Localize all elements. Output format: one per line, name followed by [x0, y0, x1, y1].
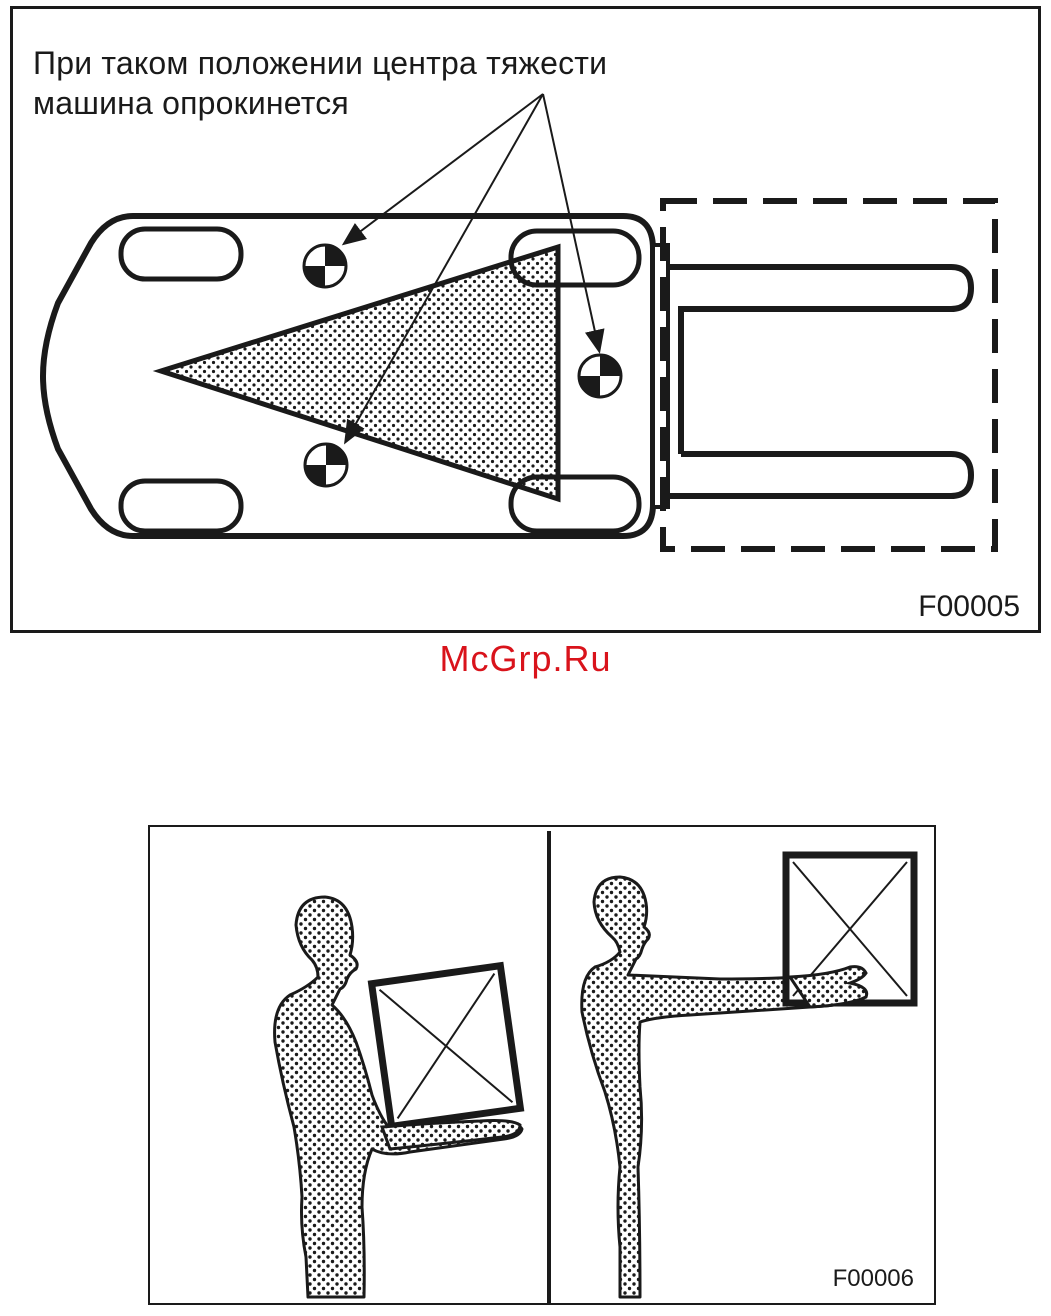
center-of-gravity-icon	[579, 355, 621, 397]
figure-stability-triangle: При таком положении центра тяжести машин…	[10, 6, 1041, 633]
load-holding-diagram	[150, 827, 938, 1307]
box-icon	[372, 966, 521, 1127]
rear-wheel-right	[121, 481, 241, 531]
caption-line-2: машина опрокинется	[33, 83, 349, 123]
figure-load-holding: F00006	[148, 825, 936, 1305]
center-of-gravity-icon	[304, 245, 346, 287]
caption-line-1: При таком положении центра тяжести	[33, 43, 607, 83]
center-of-gravity-icon	[305, 444, 347, 486]
watermark: McGrp.Ru	[0, 638, 1051, 680]
figure-code: F00006	[833, 1265, 914, 1293]
arrow-to-cog-1	[345, 94, 543, 243]
figure-code: F00005	[918, 590, 1020, 624]
fork-lower	[668, 454, 971, 496]
stability-triangle	[161, 247, 558, 499]
fork-upper	[668, 267, 971, 454]
rear-wheel-left	[121, 229, 241, 279]
